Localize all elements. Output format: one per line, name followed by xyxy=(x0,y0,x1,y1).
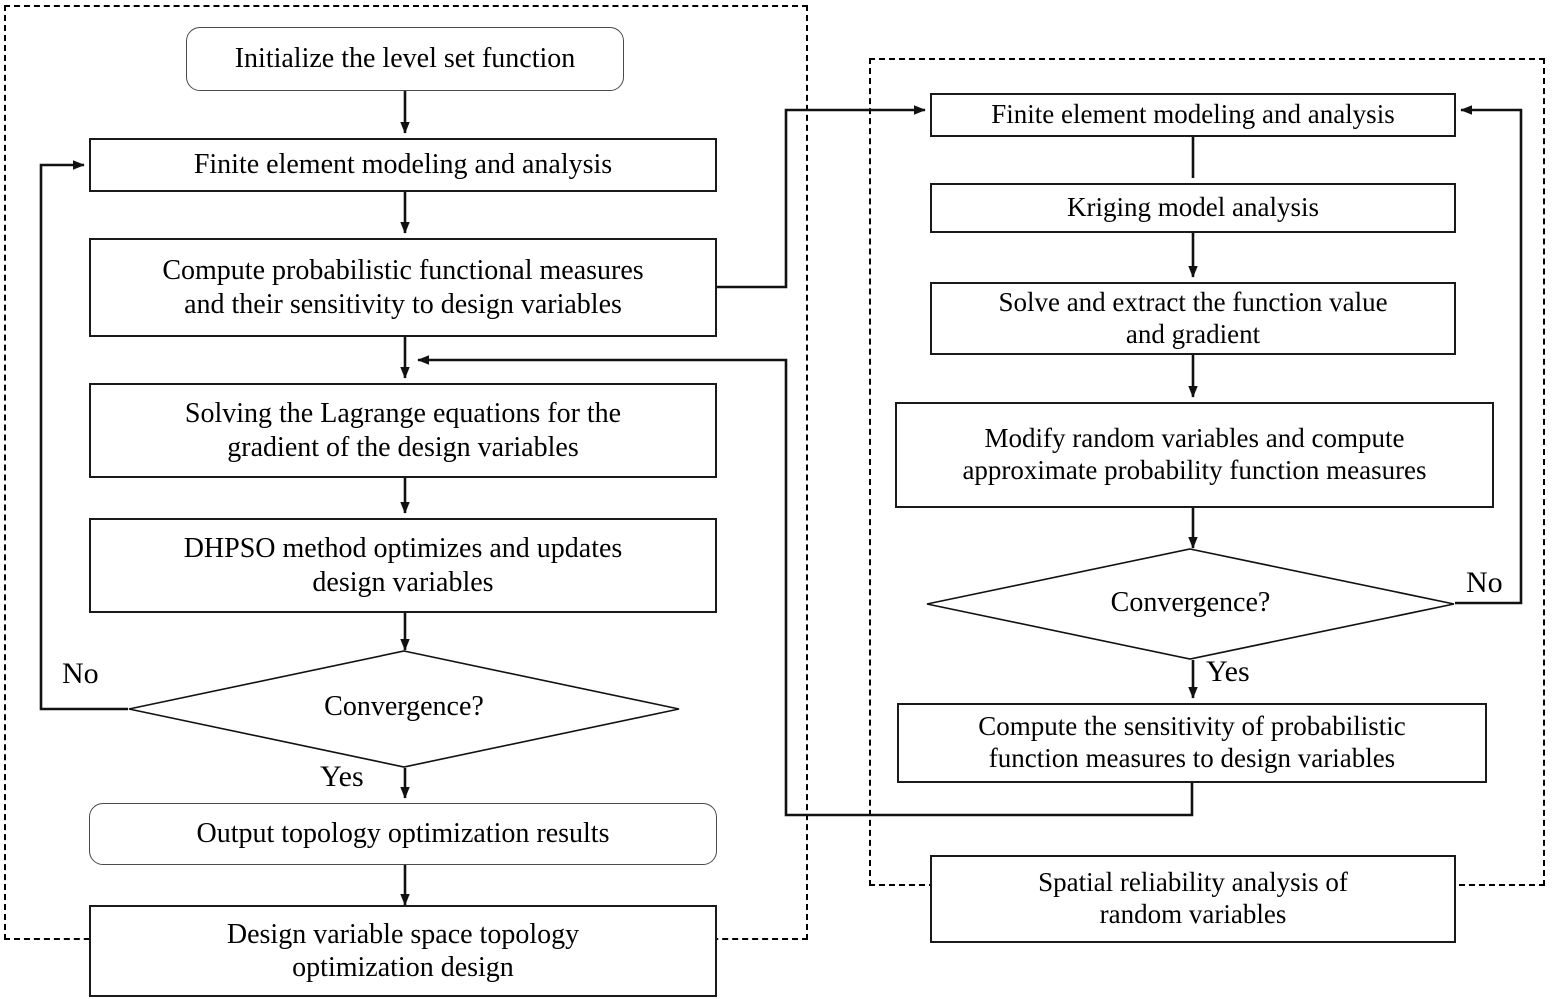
node-design-variable-space-topology[interactable]: Design variable space topology optimizat… xyxy=(89,905,717,997)
node-label: Initialize the level set function xyxy=(234,43,576,75)
node-convergence-right[interactable] xyxy=(926,548,1455,660)
node-compute-probabilistic-measures[interactable]: Compute probabilistic functional measure… xyxy=(89,238,717,337)
edge-label-left-no: No xyxy=(62,657,99,690)
edge-label-right-no: No xyxy=(1466,566,1503,599)
edge-label-left-yes: Yes xyxy=(320,760,364,793)
node-dhpso-method[interactable]: DHPSO method optimizes and updates desig… xyxy=(89,518,717,613)
node-convergence-left[interactable] xyxy=(128,650,680,768)
node-label: Output topology optimization results xyxy=(196,818,610,850)
node-label: DHPSO method optimizes and updates desig… xyxy=(183,533,623,598)
node-label: Modify random variables and compute appr… xyxy=(962,423,1427,485)
node-compute-sensitivity-probabilistic[interactable]: Compute the sensitivity of probabilistic… xyxy=(897,703,1487,783)
node-label: Design variable space topology optimizat… xyxy=(226,918,580,983)
node-label: Spatial reliability analysis of random v… xyxy=(1038,867,1348,929)
edge-left-no-feedback xyxy=(39,160,128,711)
node-label: Compute the sensitivity of probabilistic… xyxy=(978,711,1406,773)
node-kriging-model-analysis[interactable]: Kriging model analysis xyxy=(930,183,1456,233)
node-initialize-level-set[interactable]: Initialize the level set function xyxy=(186,27,624,91)
edge-right-sensitivity-to-left xyxy=(417,355,1194,817)
node-spatial-reliability-analysis[interactable]: Spatial reliability analysis of random v… xyxy=(930,855,1456,943)
edge-label-right-yes: Yes xyxy=(1206,655,1250,688)
node-finite-element-modeling-left[interactable]: Finite element modeling and analysis xyxy=(89,138,717,192)
node-modify-random-variables[interactable]: Modify random variables and compute appr… xyxy=(895,402,1494,508)
node-convergence-left-label: Convergence? xyxy=(324,691,484,722)
node-label: Kriging model analysis xyxy=(1067,192,1319,223)
node-solve-extract-function-value[interactable]: Solve and extract the function value and… xyxy=(930,282,1456,355)
node-finite-element-modeling-right[interactable]: Finite element modeling and analysis xyxy=(930,93,1456,137)
node-label: Finite element modeling and analysis xyxy=(991,99,1395,130)
edge-right-no-feedback xyxy=(1455,105,1523,605)
node-output-topology-results[interactable]: Output topology optimization results xyxy=(89,803,717,865)
edge-compute-to-right-fem xyxy=(717,105,926,289)
node-label: Solving the Lagrange equations for the g… xyxy=(184,398,622,463)
node-solving-lagrange-equations[interactable]: Solving the Lagrange equations for the g… xyxy=(89,383,717,478)
node-label: Compute probabilistic functional measure… xyxy=(162,255,644,320)
node-convergence-right-label: Convergence? xyxy=(1110,587,1271,618)
node-label: Finite element modeling and analysis xyxy=(193,149,613,181)
node-label: Solve and extract the function value and… xyxy=(998,286,1388,349)
